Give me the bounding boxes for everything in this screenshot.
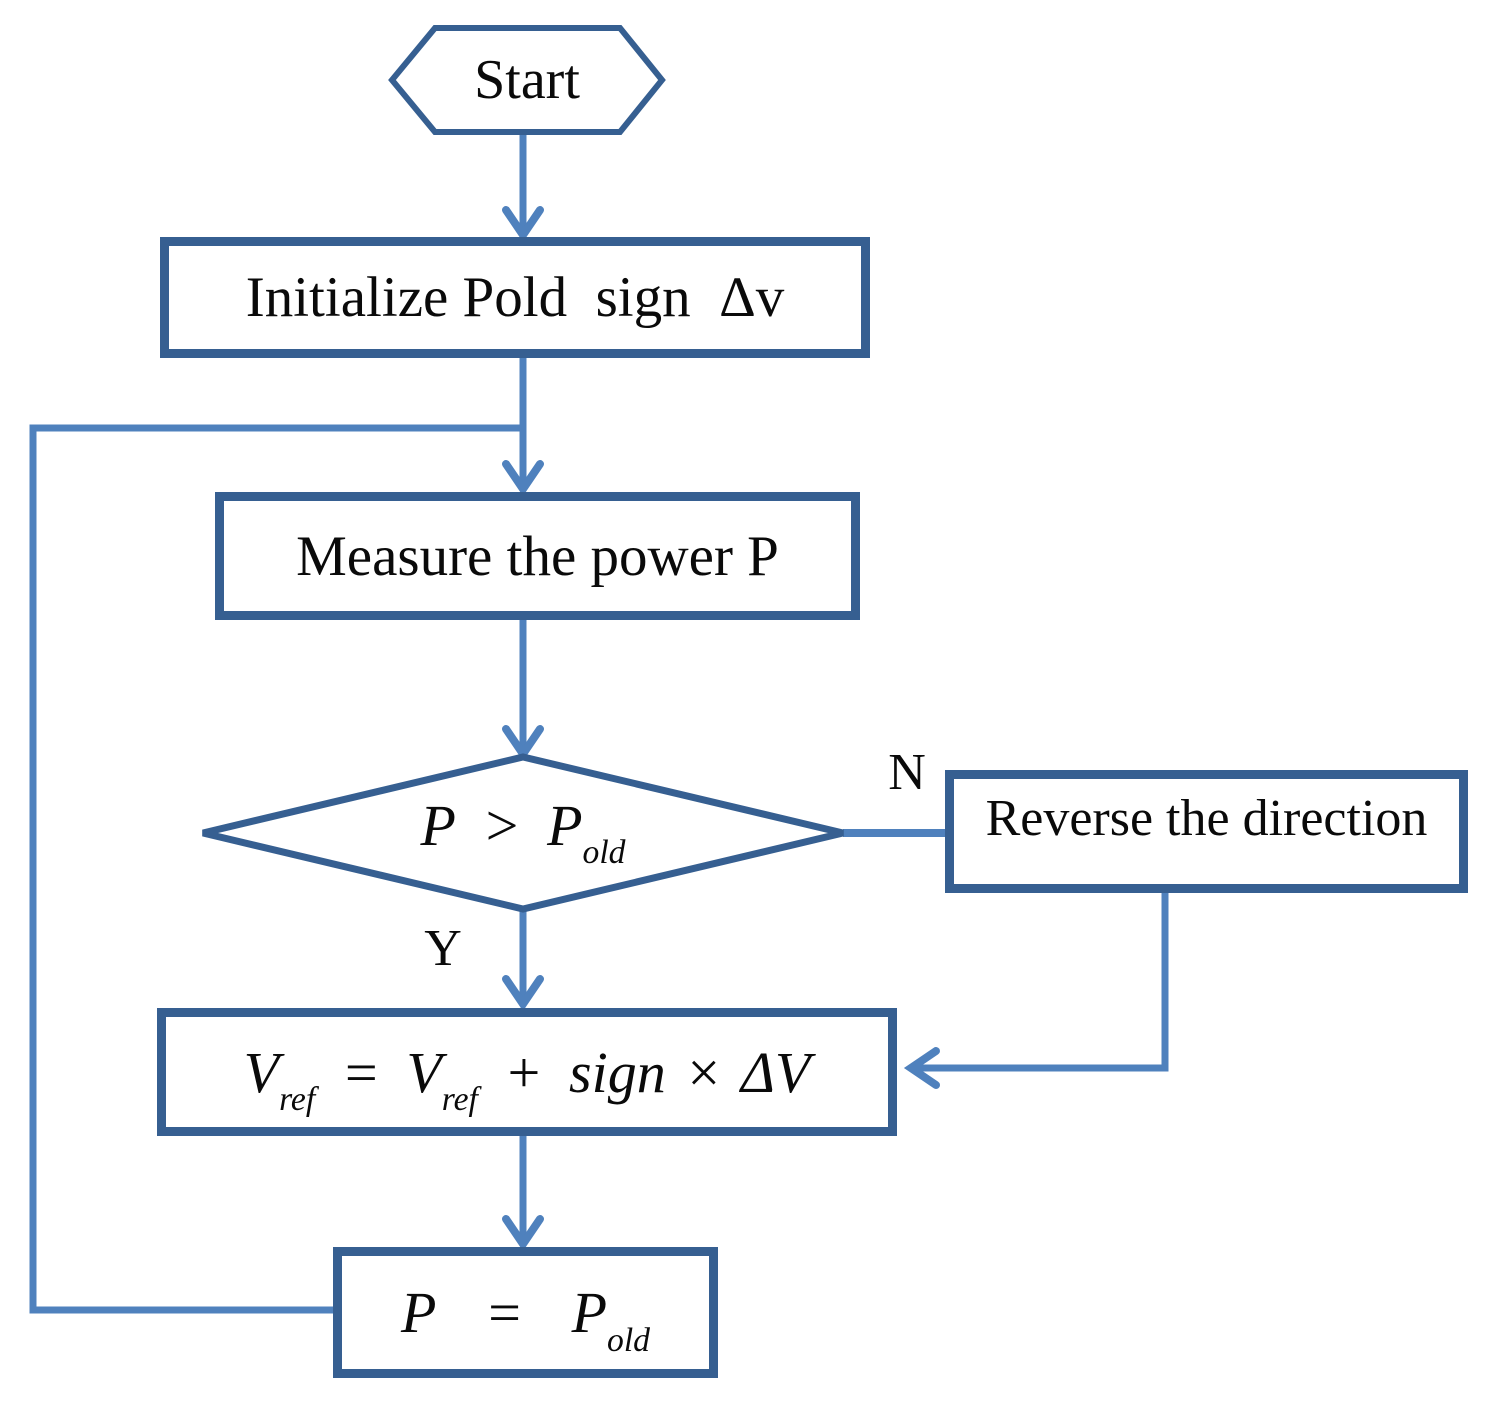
node-measure: Measure the power P [215,492,860,620]
connector-feedback-loop [29,424,526,1314]
measure-label: Measure the power P [296,524,779,588]
yes-label: Y [424,919,462,977]
node-start: Start [392,28,662,132]
update-rhs1: V [406,1039,442,1105]
update-formula: V ref = V ref + sign × ΔV [243,1039,811,1119]
reverse-label: Reverse the direction [985,790,1428,847]
update-equals: = [341,1039,381,1105]
branch-label-yes: Y [408,916,478,980]
node-update: V ref = V ref + sign × ΔV [157,1008,897,1136]
branch-label-no: N [872,740,942,804]
decision-diamond-shape [202,753,844,913]
assign-formula: P = P old [401,1279,650,1359]
assign-rhs: P [571,1280,608,1345]
connector-reverse-to-update [912,893,1169,1072]
update-delta-term: ΔV [740,1039,811,1105]
decision-operator: > [481,792,522,858]
decision-rhs: P [547,792,583,858]
update-lhs-subscript: ref [279,1081,316,1118]
node-reverse: Reverse the direction [945,770,1468,893]
decision-lhs: P [420,792,456,858]
arrowhead-update-right [903,1047,940,1089]
node-decision: P > P old [283,765,763,885]
start-label: Start [474,49,580,111]
decision-formula: P > P old [420,792,626,872]
no-label: N [888,743,926,801]
update-times: × [683,1039,723,1105]
arrowhead-initialize [502,206,544,243]
assign-rhs-subscript: old [607,1321,650,1359]
update-sign-word: sign [569,1039,666,1105]
arrowhead-assign [502,1215,544,1252]
update-lhs: V [243,1039,280,1105]
arrowhead-update [502,975,544,1012]
arrowhead-measure [502,460,544,497]
node-assign: P = P old [333,1247,718,1378]
node-initialize: Initialize Pold sign Δv [160,237,870,358]
assign-lhs: P [401,1280,437,1345]
update-rhs1-subscript: ref [441,1081,478,1118]
decision-rhs-subscript: old [582,834,626,871]
initialize-label: Initialize Pold sign Δv [245,266,785,329]
assign-equals: = [484,1280,524,1345]
update-plus: + [503,1039,544,1105]
start-hexagon-shape [388,25,666,135]
